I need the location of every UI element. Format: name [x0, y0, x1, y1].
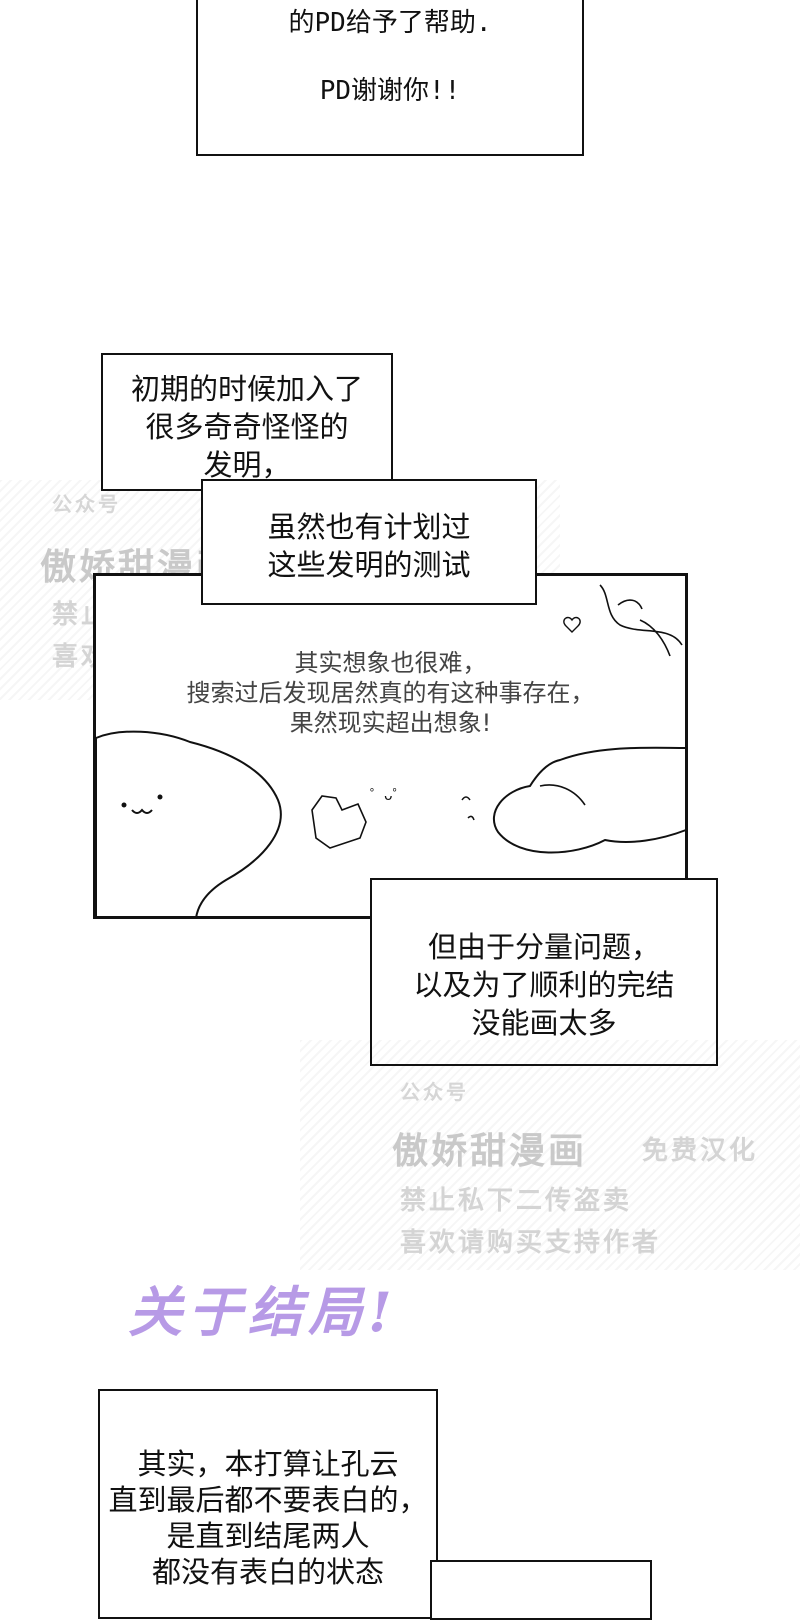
section-title: 关于结局! — [128, 1280, 398, 1344]
svg-text:゜ᴗ゜: ゜ᴗ゜ — [370, 788, 407, 804]
speech-text-volume: 但由于分量问题， 以及为了顺利的完结 没能画太多 — [413, 930, 675, 1040]
speech-box-volume — [370, 878, 718, 1066]
small-figure-doodle — [311, 795, 367, 849]
speech-box-partial — [430, 1560, 652, 1620]
speech-text-top: 的PD给予了帮助. PD谢谢你!! — [288, 8, 492, 106]
speech-text-plan: 虽然也有计划过 这些发明的测试 — [267, 510, 471, 582]
blob-character-doodle — [95, 730, 282, 919]
speech-box-ending — [98, 1389, 438, 1619]
speech-box-plan — [201, 479, 537, 605]
blob-face-doodle — [121, 794, 163, 814]
heart-doodle — [563, 616, 581, 633]
speech-text-early: 初期的时候加入了 很多奇奇怪怪的 发明， — [130, 372, 363, 482]
speech-box-top — [196, 0, 584, 156]
tongue-doodle — [492, 746, 687, 854]
hand-doodle — [599, 584, 683, 657]
speech-text-ending: 其实，本打算让孔云 直到最后都不要表白的， 是直到结尾两人 都没有表白的状态 — [108, 1447, 428, 1589]
art-panel — [93, 573, 688, 919]
art-panel-caption: 其实想象也很难， 搜索过后发现居然真的有这种事存在， 果然现实超出想象! — [186, 649, 595, 737]
